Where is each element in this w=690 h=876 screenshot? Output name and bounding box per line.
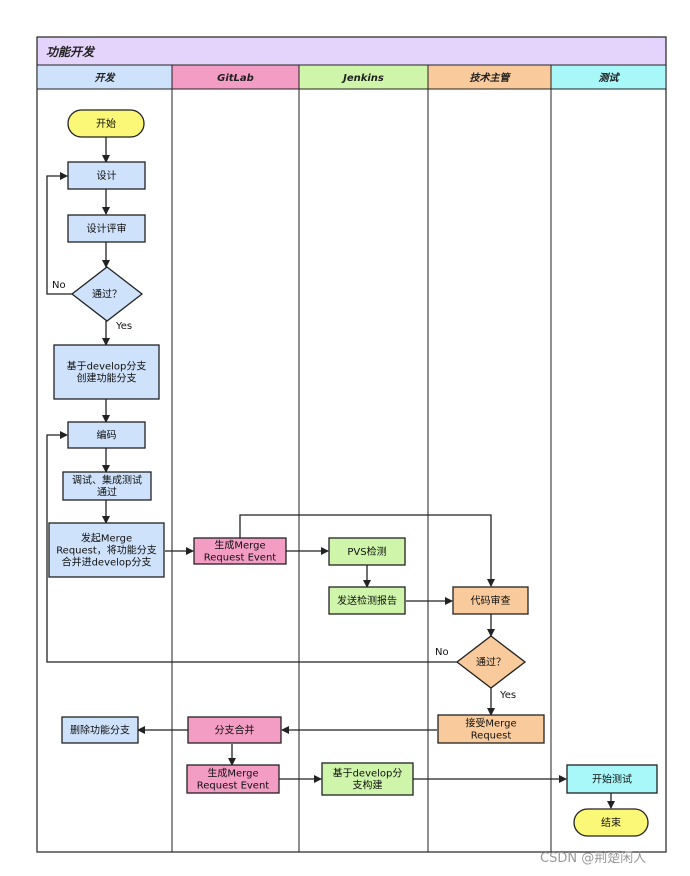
design-label-line: 设计 <box>97 169 117 182</box>
coding-shape <box>67 421 146 449</box>
delete-branch-box: 删除功能分支 <box>61 716 139 744</box>
debug_test-shape <box>62 471 152 501</box>
start-label-line: 开始 <box>96 117 116 130</box>
send-report-box: 发送检测报告 <box>328 586 406 615</box>
start-terminator: 开始 <box>67 109 145 138</box>
edge-label-pass1-no: No <box>52 280 66 291</box>
code_review-shape <box>452 586 529 615</box>
lane-header-4 <box>550 64 667 90</box>
start-test-box: 开始测试 <box>566 764 658 794</box>
initiate_mr-shape <box>48 522 165 578</box>
start_test-shape <box>566 764 658 794</box>
initiate_mr-label-line: Request，将功能分支 <box>56 544 157 557</box>
code-review-box: 代码审查 <box>452 586 529 615</box>
accept_mr-label-line: 接受Merge <box>465 717 516 730</box>
gen_mr_event1-label-line: 生成Merge <box>214 539 265 552</box>
coding-label-line: 编码 <box>97 429 117 442</box>
accept_mr-label-line: Request <box>471 731 512 742</box>
end-shape <box>573 808 649 837</box>
debug_test-label-line: 通过 <box>97 486 117 499</box>
build_develop-label-line: 支构建 <box>353 779 383 792</box>
code_review-label-line: 代码审查 <box>471 594 511 607</box>
create_branch-shape <box>53 344 160 400</box>
edges <box>46 137 615 809</box>
pass2-decision: 通过？ <box>455 635 527 689</box>
design_review-label-line: 设计评审 <box>87 222 127 235</box>
build_develop-label-line: 基于develop分 <box>333 767 403 780</box>
debug_test-label-line: 调试、集成测试 <box>72 474 142 487</box>
send_report-shape <box>328 586 406 615</box>
delete_branch-label-line: 删除功能分支 <box>70 724 130 737</box>
pool-header <box>36 36 667 66</box>
branch_merge-shape <box>187 716 282 744</box>
design_review-shape <box>67 214 146 243</box>
lane-title-0: 开发 <box>95 72 117 84</box>
end-terminator: 结束 <box>573 808 649 837</box>
pvs_check-label-line: PVS检测 <box>347 545 386 558</box>
pass2-shape <box>455 635 527 689</box>
branch_merge-label-line: 分支合并 <box>215 724 255 737</box>
gen_mr_event2-shape <box>186 764 280 794</box>
build_develop-shape <box>321 762 414 796</box>
gen_mr_event2-label-line: 生成Merge <box>207 767 258 780</box>
design-review-box: 设计评审 <box>67 214 146 243</box>
send_report-label-line: 发送检测报告 <box>337 594 397 607</box>
design-shape <box>67 161 146 190</box>
lane-body-4 <box>550 88 667 853</box>
accept_mr-shape <box>437 714 545 744</box>
gen_mr_event1-label-line: Request Event <box>204 553 277 564</box>
lane-body-2 <box>298 88 429 853</box>
branch-merge-box: 分支合并 <box>187 716 282 744</box>
edge-label-pass2-yes: Yes <box>499 690 516 701</box>
pass1-shape <box>70 266 144 322</box>
lane-title-2: Jenkins <box>341 73 384 84</box>
end-label-line: 结束 <box>601 816 621 829</box>
start-shape <box>67 109 145 138</box>
edge-event-review <box>239 514 495 587</box>
lane-title-4: 测试 <box>599 72 621 84</box>
watermark: CSDN @荆楚闲人 <box>540 850 646 866</box>
edge-label-pass2-no: No <box>435 647 449 658</box>
design-box: 设计 <box>67 161 146 190</box>
pass2-label-line: 通过？ <box>476 656 506 669</box>
initiate_mr-label-line: 合并进develop分支 <box>62 556 152 569</box>
initiate_mr-label-line: 发起Merge <box>81 532 132 545</box>
lane-title-1: GitLab <box>217 73 254 84</box>
edge-pass2-no <box>46 431 457 663</box>
pvs-check-box: PVS检测 <box>328 537 406 566</box>
coding-box: 编码 <box>67 421 146 449</box>
gen_mr_event1-shape <box>193 537 287 565</box>
create_branch-label-line: 创建功能分支 <box>77 372 137 385</box>
edge-pass1-no <box>46 172 72 295</box>
create_branch-label-line: 基于develop分支 <box>67 360 147 373</box>
gen_mr_event2-label-line: Request Event <box>197 781 270 792</box>
edge-label-pass1-yes: Yes <box>115 321 132 332</box>
lane-title-3: 技术主管 <box>470 72 512 84</box>
pvs_check-shape <box>328 537 406 566</box>
swimlanes: 开发 GitLab Jenkins 技术主管 测试 <box>36 64 667 853</box>
delete_branch-shape <box>61 716 139 744</box>
pool-title: 功能开发 <box>46 45 96 59</box>
start_test-label-line: 开始测试 <box>592 773 632 786</box>
pass1-label-line: 通过？ <box>92 288 122 301</box>
pass1-decision: 通过？ <box>70 266 144 322</box>
